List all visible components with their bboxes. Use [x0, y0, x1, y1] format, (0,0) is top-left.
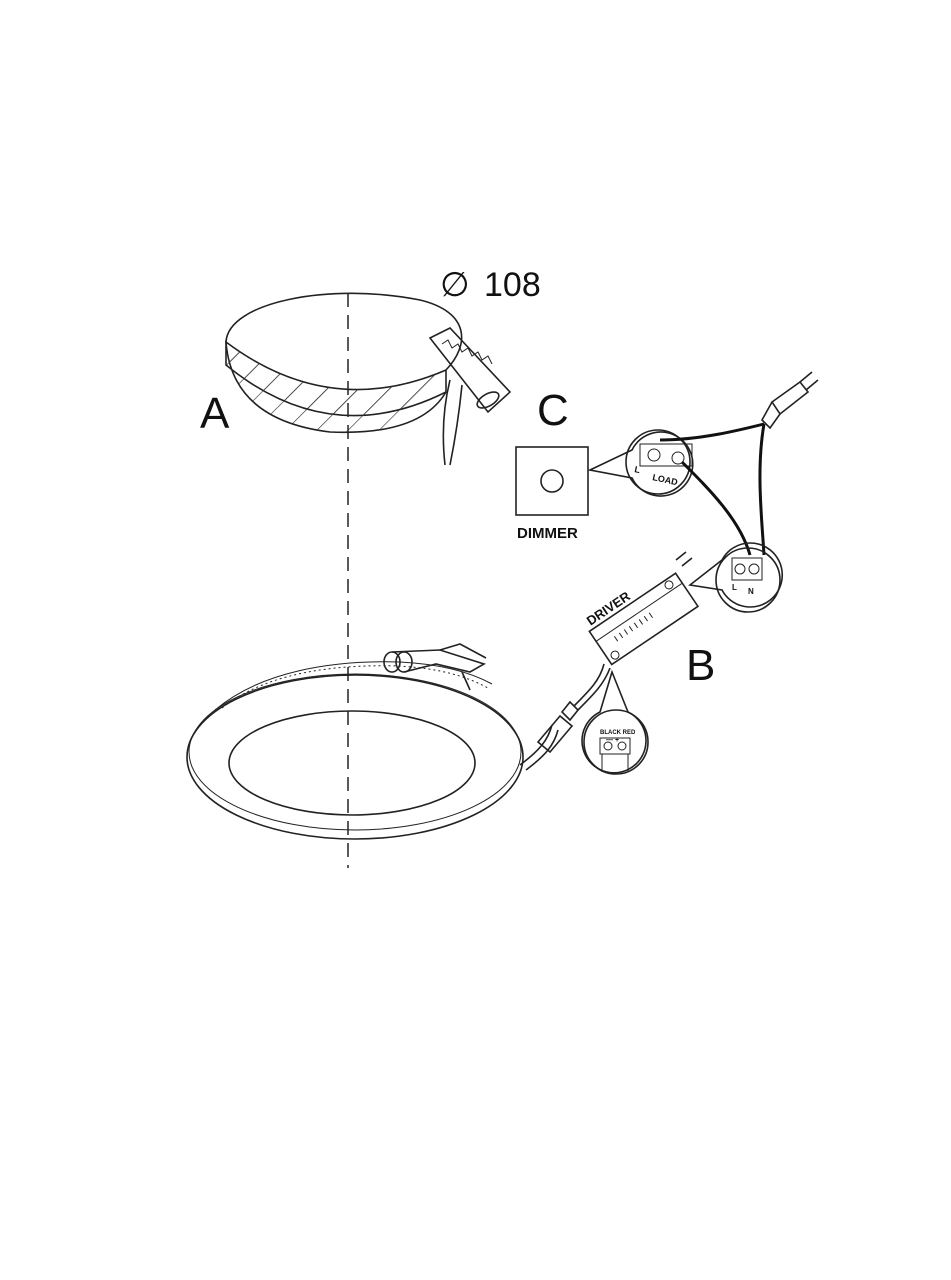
spring-clip-top — [428, 327, 512, 466]
spring-clip-fixture — [383, 643, 487, 691]
driver-terminal-callout: L N — [688, 542, 783, 613]
diameter-symbol: ∅ — [440, 266, 470, 304]
output-polarity: — + — [606, 737, 619, 744]
diameter-label: ∅ 108 — [440, 266, 541, 304]
ceiling-cutout — [225, 292, 463, 434]
dimmer-terminal-l: L — [634, 464, 642, 475]
diameter-value: 108 — [484, 266, 541, 304]
driver-terminal-l: L — [732, 583, 737, 592]
output-wire-colors: BLACK RED — [600, 730, 636, 736]
panel-light-area — [228, 710, 476, 816]
hatch-fill — [226, 342, 446, 433]
driver-terminal-n: N — [748, 587, 754, 596]
dimmer-terminal-load: LOAD — [652, 472, 680, 487]
dimmer: DIMMER — [515, 446, 589, 542]
driver-unit: DRIVER — [584, 572, 700, 666]
dimmer-label: DIMMER — [517, 525, 578, 542]
led-panel — [186, 661, 524, 840]
output-terminal-callout: BLACK RED — + — [581, 669, 649, 775]
panel-back-ribs — [214, 661, 493, 711]
panel-outer-rim — [186, 674, 524, 840]
driver-label: DRIVER — [584, 588, 634, 628]
dimmer-knob — [540, 469, 564, 493]
dimmer-box — [515, 446, 589, 516]
label-a: A — [200, 389, 230, 438]
label-c: C — [537, 386, 569, 435]
fixture-cable — [519, 663, 611, 771]
label-b: B — [686, 641, 715, 690]
power-plug — [761, 371, 819, 430]
